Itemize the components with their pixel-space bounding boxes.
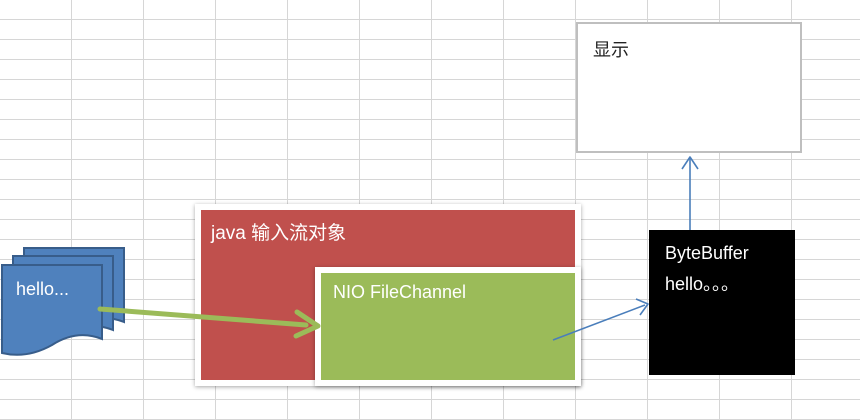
green-arrow-icon	[97, 306, 321, 339]
java-input-stream-label: java 输入流对象	[211, 223, 347, 244]
display-label: 显示	[593, 40, 629, 60]
bytebuffer-box: ByteBuffer hello。。。	[649, 230, 795, 375]
blue-arrow-to-bytebuffer-icon	[552, 298, 649, 341]
nio-filechannel-label: NIO FileChannel	[333, 282, 467, 302]
bytebuffer-title: ByteBuffer	[665, 243, 749, 263]
blue-arrow-to-display-icon	[681, 156, 699, 230]
document-label: hello...	[16, 279, 70, 299]
bytebuffer-content: hello。。。	[665, 274, 740, 294]
nio-filechannel-box: NIO FileChannel	[315, 267, 581, 386]
display-box: 显示	[576, 22, 802, 153]
